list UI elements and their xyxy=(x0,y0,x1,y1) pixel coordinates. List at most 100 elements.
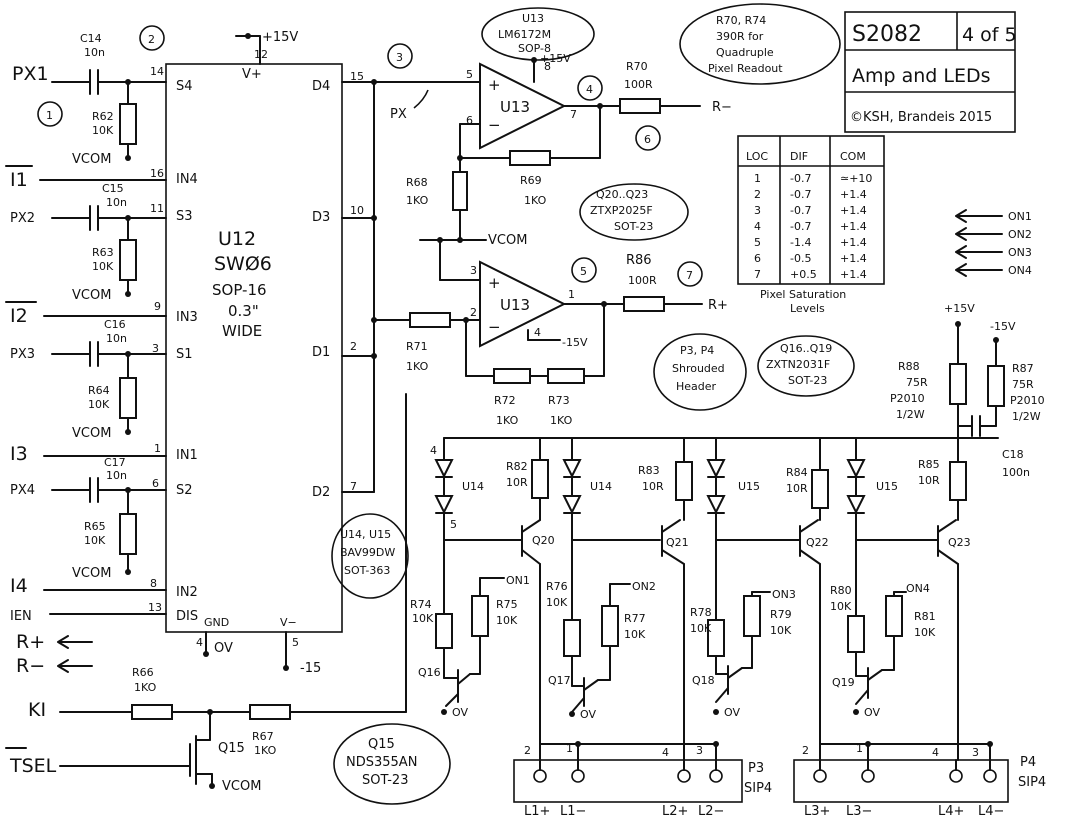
r78-ref: R78 xyxy=(690,606,712,619)
i3-label: I3 xyxy=(10,443,28,465)
sat-row1-com: ≃+10 xyxy=(840,172,872,185)
c17-value: 10n xyxy=(106,469,127,482)
opamp-upper-plus: + xyxy=(488,76,501,94)
r70-note-line1: R70, R74 xyxy=(716,14,766,27)
q15-note: Q15 NDS355AN SOT-23 xyxy=(333,723,451,805)
sat-row4-com: +1.4 xyxy=(840,220,867,233)
r80-value: 10K xyxy=(830,600,852,613)
led-supply: +15V R88 75R P2010 1/2W -15V R87 75R P20… xyxy=(443,302,1045,479)
r65-ref: R65 xyxy=(84,520,106,533)
c17-ref: C17 xyxy=(104,456,126,469)
input-i1: I1 xyxy=(5,165,167,191)
sat-row5-dif: -1.4 xyxy=(790,236,811,249)
opamp-upper-ref: U13 xyxy=(500,98,530,116)
px3-label: PX3 xyxy=(10,347,35,362)
u12-width: 0.3" xyxy=(228,302,259,320)
r82-value: 10R xyxy=(506,476,528,489)
sat-row4-dif: -0.7 xyxy=(790,220,811,233)
r68-value: 1KO xyxy=(406,194,429,207)
u12-pin-d3: D3 xyxy=(312,210,330,225)
r84-value: 10R xyxy=(786,482,808,495)
r64-vcom: VCOM xyxy=(72,426,111,441)
marker-3: 3 xyxy=(396,51,403,64)
c16-value: 10n xyxy=(106,332,127,345)
r65-value: 10K xyxy=(84,534,106,547)
r76-value: 10K xyxy=(546,596,568,609)
u13-note-part: LM6172M xyxy=(498,28,551,41)
c15-ref: C15 xyxy=(102,182,124,195)
q16-q19-note: Q16..Q19 ZXTN2031F SOT-23 xyxy=(757,335,855,397)
p4-type: SIP4 xyxy=(1018,775,1046,790)
opamp-lower-pin2: 2 xyxy=(470,306,477,319)
r86-value: 100R xyxy=(628,274,657,287)
sat-row5-com: +1.4 xyxy=(840,236,867,249)
u12-pin-15: 15 xyxy=(350,70,364,83)
on1-input: ON1 xyxy=(506,574,530,587)
q20-ref: Q20 xyxy=(532,534,555,547)
u12-pin-1: 1 xyxy=(154,442,161,455)
u12-pin-9: 9 xyxy=(154,300,161,313)
r87-value: 75R xyxy=(1012,378,1034,391)
on2-input: ON2 xyxy=(632,580,656,593)
u14-pin5: 5 xyxy=(450,518,457,531)
r71-ref: R71 xyxy=(406,340,428,353)
u12-part: SWØ6 xyxy=(214,253,272,275)
opamp-lower-pin3: 3 xyxy=(470,264,477,277)
sat-row1-dif: -0.7 xyxy=(790,172,811,185)
marker-1: 1 xyxy=(46,109,53,122)
sat-row6-com: +1.4 xyxy=(840,252,867,265)
u12-ref: U12 xyxy=(218,228,256,250)
u12-pin-6: 6 xyxy=(152,477,159,490)
r69-ref: R69 xyxy=(520,174,542,187)
u12-vneg-net: -15 xyxy=(300,661,321,676)
u12-pin-d4: D4 xyxy=(312,79,330,94)
r70-note-line2: 390R for xyxy=(716,30,764,43)
r80-ref: R80 xyxy=(830,584,852,597)
q18-ref: Q18 xyxy=(692,674,715,687)
r79-value: 10K xyxy=(770,624,792,637)
q16-note-line3: SOT-23 xyxy=(788,374,827,387)
u12-pin-vplus: V+ xyxy=(242,67,262,82)
r84-ref: R84 xyxy=(786,466,808,479)
led-channel-1: U14 4 5 R74 10K OV Q16 ON1 R75 10K R82 1… xyxy=(410,437,555,745)
u14-ref-b: U14 xyxy=(590,480,612,493)
q15-note-line2: NDS355AN xyxy=(346,755,417,770)
px-net-label: PX xyxy=(390,107,407,122)
l2-minus: L2− xyxy=(698,804,724,819)
r66-value: 1KO xyxy=(134,681,157,694)
l1-minus: L1− xyxy=(560,804,586,819)
r63-vcom: VCOM xyxy=(72,288,111,303)
opamp-lower-plus: + xyxy=(488,274,501,292)
r75-value: 10K xyxy=(496,614,518,627)
q16-ov: OV xyxy=(452,706,468,719)
u12-pin-s4: S4 xyxy=(176,79,193,94)
sat-row2-loc: 2 xyxy=(754,188,761,201)
p4-pin4: 4 xyxy=(932,746,939,759)
r77-value: 10K xyxy=(624,628,646,641)
q16-ref: Q16 xyxy=(418,666,441,679)
ki-label: KI xyxy=(28,699,46,721)
input-px3: PX3 C16 10n R64 10K VCOM xyxy=(10,318,167,441)
px2-label: PX2 xyxy=(10,211,35,226)
sat-row6-loc: 6 xyxy=(754,252,761,265)
sat-header-dif: DIF xyxy=(790,150,808,163)
u13-note: U13 LM6172M SOP-8 xyxy=(481,7,595,61)
u13-note-pkg: SOP-8 xyxy=(518,42,551,55)
u12-pin-16: 16 xyxy=(150,167,164,180)
r-minus-label: R− xyxy=(16,655,45,677)
r81-ref: R81 xyxy=(914,610,936,623)
r64-ref: R64 xyxy=(88,384,110,397)
r74-value: 10K xyxy=(412,612,434,625)
r73-ref: R73 xyxy=(548,394,570,407)
p3-note-line1: P3, P4 xyxy=(680,344,714,357)
r69-value: 1KO xyxy=(524,194,547,207)
sat-row2-com: +1.4 xyxy=(840,188,867,201)
tsel-label: TSEL xyxy=(9,755,57,777)
on-signal-legend: ON1 ON2 ON3 ON4 xyxy=(955,209,1032,277)
opamp-lower: + − U13 3 2 1 4 -15V R71 1KO R72 1KO R73… xyxy=(406,239,728,427)
input-i4-ien: I4 IEN R+ R− xyxy=(10,575,167,677)
sat-row5-loc: 5 xyxy=(754,236,761,249)
u13-note-ref: U13 xyxy=(522,12,544,25)
marker-4: 4 xyxy=(586,83,593,96)
